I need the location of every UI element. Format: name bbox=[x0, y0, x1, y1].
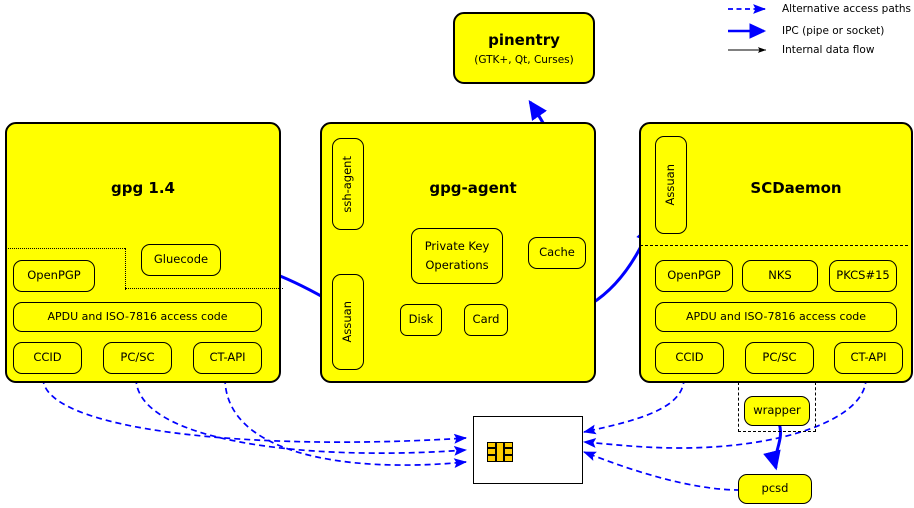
alt-scd-ccid-to-card bbox=[583, 377, 685, 435]
gpgagent-ssh-agent-label: ssh-agent bbox=[340, 155, 355, 213]
pcsd-box[interactable]: pcsd bbox=[738, 474, 812, 504]
wrapper-box[interactable]: wrapper bbox=[744, 396, 810, 426]
gpgagent-title: gpg-agent bbox=[429, 179, 517, 197]
gpg-openpgp-app[interactable]: OpenPGP bbox=[13, 260, 95, 292]
pko-line-2: Operations bbox=[425, 258, 489, 272]
gpg-driver-pcsc[interactable]: PC/SC bbox=[103, 342, 172, 374]
scdaemon-app-openpgp[interactable]: OpenPGP bbox=[655, 260, 733, 292]
gpgagent-assuan-label: Assuan bbox=[340, 301, 355, 343]
scdaemon-assuan-label: Assuan bbox=[663, 164, 678, 206]
pko-line-1: Private Key bbox=[424, 238, 490, 253]
scdaemon-title: SCDaemon bbox=[750, 179, 842, 197]
gpg-title: gpg 1.4 bbox=[110, 179, 175, 197]
scdaemon-driver-ctapi[interactable]: CT-API bbox=[834, 342, 903, 374]
scdaemon-divider bbox=[640, 245, 908, 248]
pinentry-title: pinentry bbox=[488, 30, 560, 49]
alt-scd-ctapi-to-card bbox=[582, 377, 867, 449]
scdaemon-driver-ccid[interactable]: CCID bbox=[655, 342, 724, 374]
legend-label-dataflow: Internal data flow bbox=[782, 44, 875, 56]
gpg-apdu-layer[interactable]: APDU and ISO-7816 access code bbox=[13, 302, 262, 332]
alt-gpg-ccid-to-card bbox=[42, 377, 468, 444]
gpgagent-ssh-agent[interactable]: ssh-agent bbox=[332, 138, 364, 230]
scdaemon-assuan[interactable]: Assuan bbox=[655, 136, 687, 234]
legend-label-alternative: Alternative access paths bbox=[782, 3, 912, 15]
scdaemon-app-nks[interactable]: NKS bbox=[742, 260, 818, 292]
gpgagent-block[interactable]: gpg-agent ssh-agent Assuan Private Key O… bbox=[320, 122, 596, 383]
gpg-region-dotted-top bbox=[5, 248, 125, 251]
gpg-region-dotted-bottom bbox=[125, 288, 283, 291]
alt-gpg-ctapi-to-card bbox=[224, 377, 468, 469]
gpgagent-card[interactable]: Card bbox=[464, 304, 508, 336]
scdaemon-app-pkcs15[interactable]: PKCS#15 bbox=[829, 260, 897, 292]
gpgagent-disk[interactable]: Disk bbox=[400, 304, 442, 336]
gpg-driver-ccid[interactable]: CCID bbox=[13, 342, 82, 374]
gpg-block[interactable]: gpg 1.4 OpenPGP Gluecode APDU and ISO-78… bbox=[5, 122, 283, 383]
gpg-driver-ctapi[interactable]: CT-API bbox=[193, 342, 262, 374]
gpg-region-dotted-vert bbox=[125, 248, 128, 290]
gpgagent-cache[interactable]: Cache bbox=[528, 237, 586, 269]
legend-label-ipc: IPC (pipe or socket) bbox=[782, 25, 885, 37]
gpgagent-private-key-operations[interactable]: Private Key Operations bbox=[411, 228, 503, 284]
smartcard-chip-icon bbox=[487, 442, 513, 462]
pinentry-block[interactable]: pinentry (GTK+, Qt, Curses) bbox=[453, 12, 595, 84]
scdaemon-block[interactable]: SCDaemon Assuan OpenPGP NKS PKCS#15 APDU… bbox=[639, 122, 913, 383]
scdaemon-apdu-layer[interactable]: APDU and ISO-7816 access code bbox=[655, 302, 897, 332]
wrapper-group bbox=[738, 382, 816, 432]
scdaemon-driver-pcsc[interactable]: PC/SC bbox=[745, 342, 814, 374]
alt-gpg-pcsc-to-card bbox=[135, 377, 468, 456]
alt-pcsd-to-card bbox=[583, 451, 741, 491]
smartcard[interactable] bbox=[473, 416, 583, 484]
pinentry-subtitle: (GTK+, Qt, Curses) bbox=[474, 53, 574, 66]
gpg-gluecode[interactable]: Gluecode bbox=[141, 244, 221, 276]
gpgagent-assuan[interactable]: Assuan bbox=[332, 274, 364, 370]
